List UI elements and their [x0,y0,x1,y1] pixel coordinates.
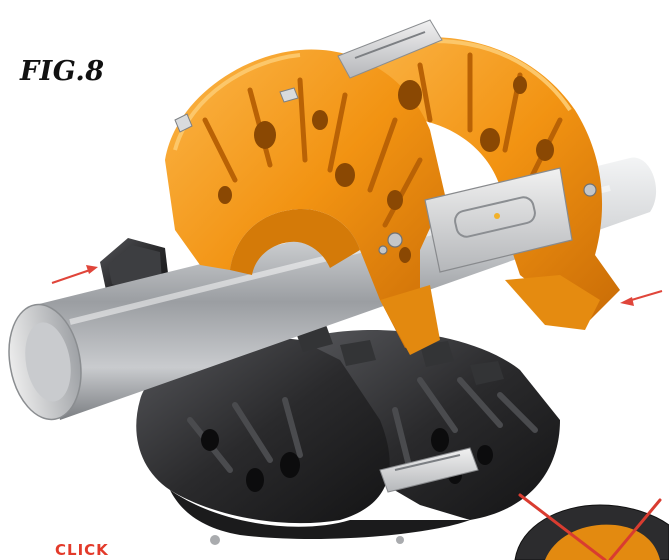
right-arrow-icon [620,290,663,306]
left-arrow-icon [51,265,98,284]
orange-upper-housing [165,37,620,355]
black-lower-housing [136,322,560,545]
insertion-arrows [51,265,663,306]
cross-mark-icon [518,493,662,560]
click-label: CLICK [55,541,109,559]
top-metal-plate [337,19,443,79]
figure-label: FIG.8 [20,56,105,87]
detail-inset [514,493,669,560]
side-metal-plate [424,167,573,273]
